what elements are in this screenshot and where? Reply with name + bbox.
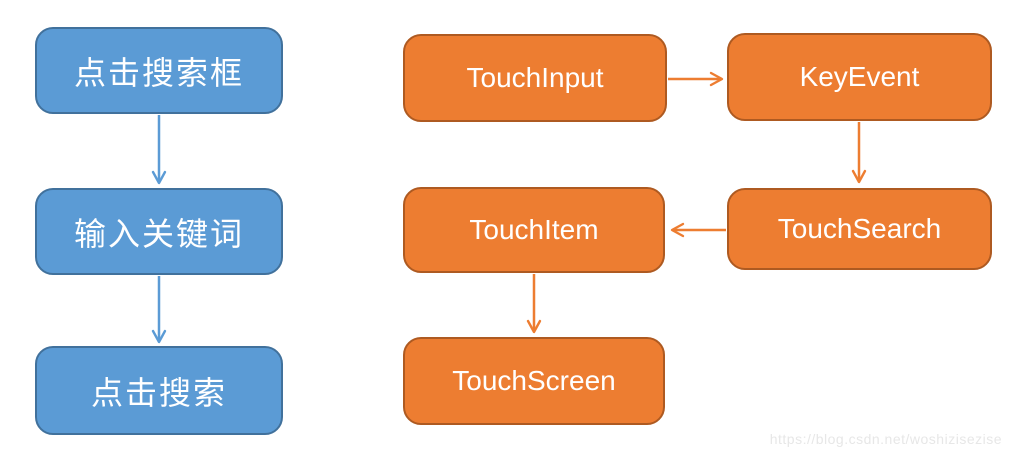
node-touchitem[interactable]: TouchItem [403, 187, 665, 273]
node-label: TouchScreen [452, 365, 616, 396]
node-click-search[interactable]: 点击搜索 [35, 346, 283, 435]
node-touchinput[interactable]: TouchInput [403, 34, 667, 122]
node-label: KeyEvent [799, 61, 920, 92]
node-label: 点击搜索框 [73, 54, 244, 91]
node-click-search-box[interactable]: 点击搜索框 [35, 27, 283, 114]
node-label: TouchInput [466, 62, 604, 93]
node-touchscreen[interactable]: TouchScreen [403, 337, 665, 425]
node-label: TouchSearch [777, 213, 942, 244]
node-enter-keyword[interactable]: 输入关键词 [35, 188, 283, 275]
node-label: TouchItem [469, 214, 599, 245]
node-label: 输入关键词 [73, 215, 244, 252]
node-touchsearch[interactable]: TouchSearch [727, 188, 992, 270]
node-label: 点击搜索 [90, 374, 227, 411]
node-keyevent[interactable]: KeyEvent [727, 33, 992, 121]
watermark: https://blog.csdn.net/woshizisezise [769, 431, 1002, 447]
